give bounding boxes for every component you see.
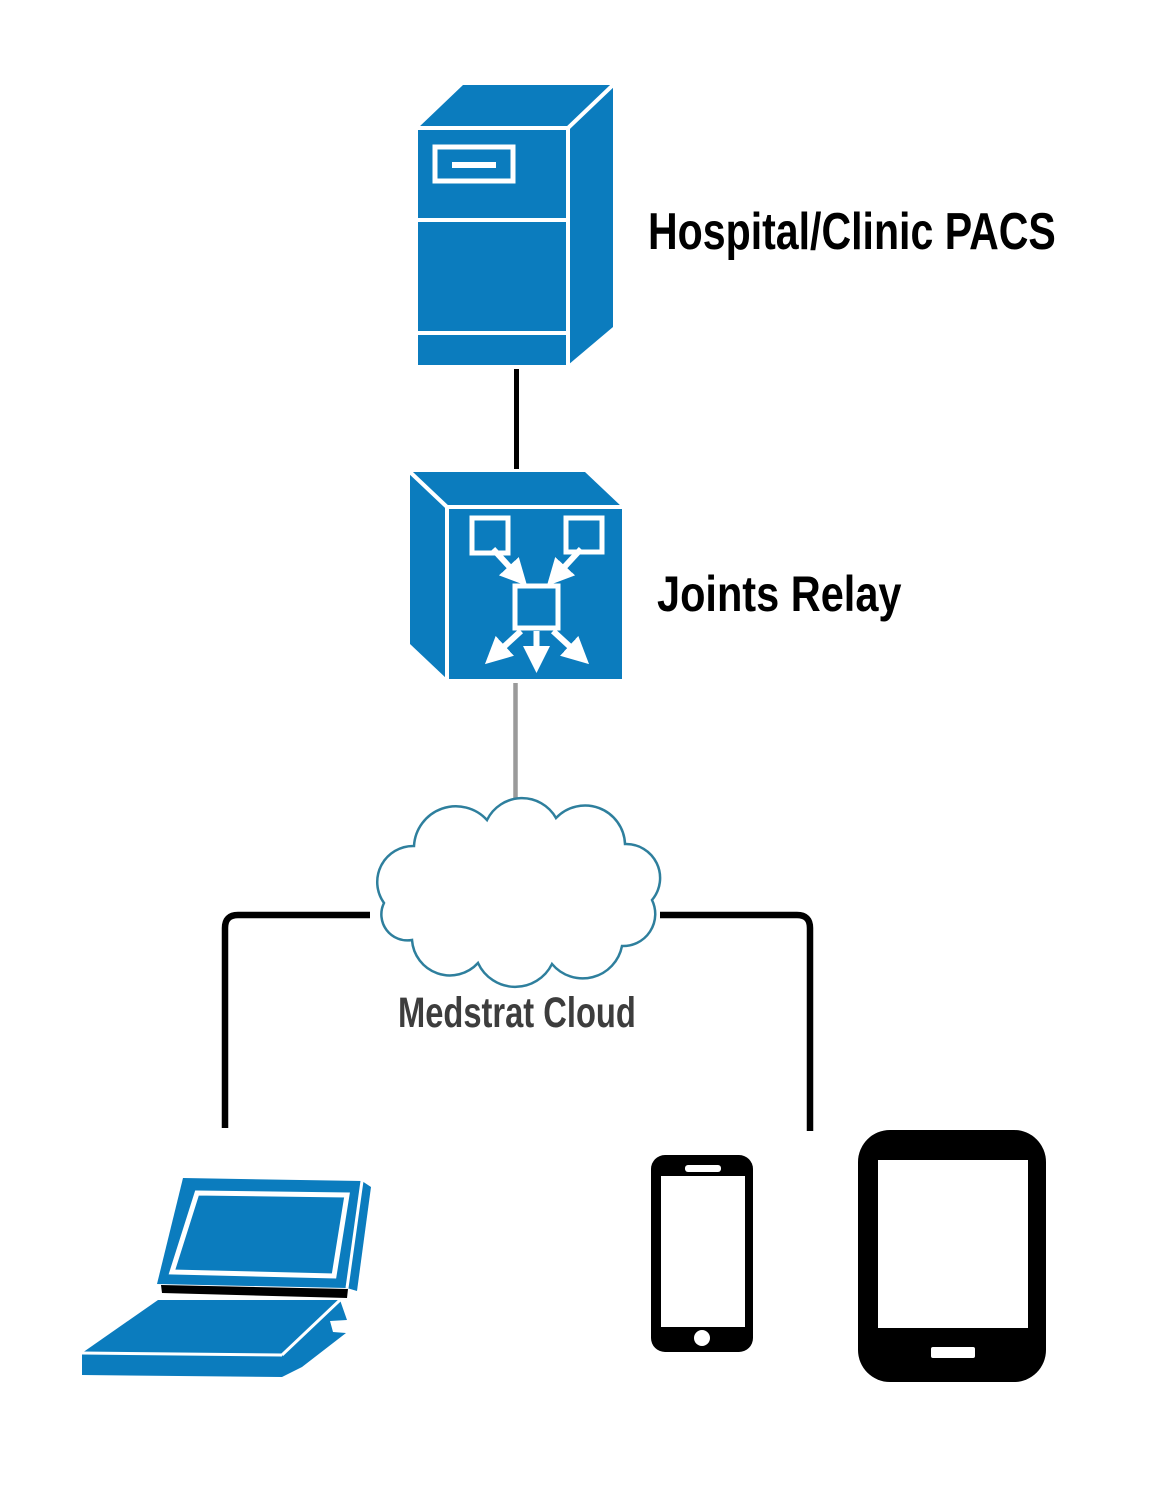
server-body bbox=[418, 85, 613, 365]
relay-cube-edges bbox=[408, 470, 622, 679]
server-drive-bay bbox=[432, 144, 516, 184]
relay-node-label: Joints Relay bbox=[657, 566, 902, 622]
relay-arrow-in-right bbox=[546, 546, 584, 587]
connector-cloud-to-mobile bbox=[660, 911, 814, 1131]
connector-cloud-to-laptop bbox=[221, 911, 370, 1128]
tablet-icon bbox=[858, 1130, 1046, 1382]
server-panel-lines bbox=[418, 83, 615, 365]
laptop-deck-front-edge bbox=[81, 1351, 283, 1357]
laptop-deck-right-edge bbox=[280, 1298, 342, 1357]
smartphone-icon bbox=[651, 1155, 753, 1352]
laptop-hinge bbox=[161, 1285, 348, 1298]
laptop-screen-bezel bbox=[168, 1190, 350, 1279]
laptop-screen-frame bbox=[157, 1178, 362, 1288]
pacs-node-label: Hospital/Clinic PACS bbox=[648, 203, 1056, 261]
server-tower-icon bbox=[418, 83, 615, 365]
relay-source-square-right bbox=[563, 515, 605, 555]
relay-source-square-left bbox=[469, 515, 511, 556]
laptop-base-front bbox=[82, 1353, 282, 1377]
relay-arrow-out-left bbox=[484, 628, 524, 665]
laptop-icon bbox=[81, 1178, 371, 1377]
cloud-node-label: Medstrat Cloud bbox=[398, 989, 636, 1037]
phone-screen bbox=[661, 1176, 745, 1327]
tablet-home-bar bbox=[931, 1347, 975, 1358]
cloud-icon bbox=[376, 796, 662, 989]
laptop-base-side bbox=[282, 1300, 347, 1377]
laptop-screen-side-edge bbox=[345, 1180, 364, 1289]
tablet-screen bbox=[878, 1160, 1028, 1328]
relay-hub-square bbox=[512, 583, 561, 631]
phone-home-button bbox=[694, 1330, 710, 1346]
relay-arrow-out-right bbox=[550, 628, 590, 665]
laptop-screen-side bbox=[347, 1181, 371, 1291]
phone-speaker bbox=[685, 1165, 721, 1172]
relay-arrow-in-left bbox=[490, 546, 528, 587]
laptop-keyboard-deck bbox=[82, 1300, 340, 1355]
relay-cube-icon bbox=[408, 470, 622, 679]
